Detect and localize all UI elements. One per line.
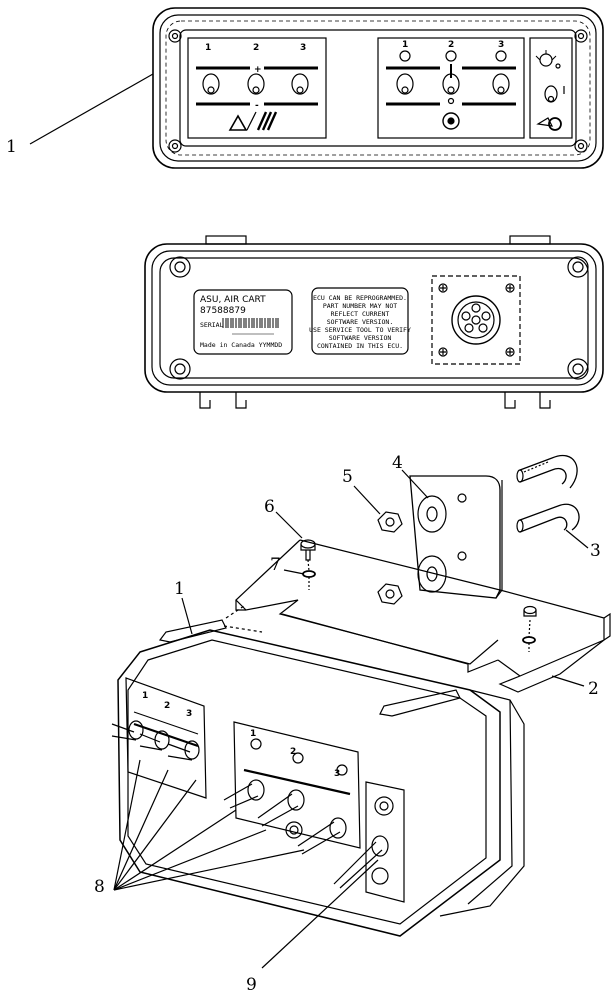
mounting-bracket [235,475,611,693]
back-view [144,235,604,409]
callout-1-top: 1 [6,137,17,157]
toggle-switch-right-3 [492,73,510,95]
notice-label-box [311,287,409,355]
exploded-num-right-1: 1 [250,729,256,739]
exploded-assembly [111,455,611,969]
meter-icon [442,112,460,130]
front-num-left-2: 2 [253,43,259,53]
toggle-switch-left-2 [247,73,265,95]
leader-line-6 [275,511,303,539]
exploded-right-plate [233,721,361,849]
connector-screw-icons [438,283,515,357]
toggle-switch-left-3 [291,73,309,95]
callout-2: 2 [588,679,599,699]
callout-1-bottom: 1 [174,579,185,599]
exploded-num-left-3: 3 [186,709,192,719]
leader-line-8a [113,759,141,891]
lift-warning-icon [228,111,278,131]
front-plus-sign: + [254,65,262,75]
front-num-left-1: 1 [205,43,211,53]
id-label-line2: 87588879 [200,306,246,316]
exploded-num-left-2: 2 [164,701,170,711]
leader-line-8b [113,769,169,891]
front-num-left-3: 3 [300,43,306,53]
exploded-toggle-levers [111,720,389,889]
connector-socket [451,295,501,345]
notice-line4: SOFTWARE VERSION. [327,318,394,326]
exploded-num-right-3: 3 [334,769,340,779]
id-label-serial: SERIAL [200,321,224,329]
fan-icon [535,50,561,69]
leader-line-2 [551,675,585,687]
indicator-light-1 [399,50,411,62]
id-label-made: Made in Canada YYMMDD [200,341,282,349]
callout-6: 6 [264,497,275,517]
leader-line-9 [261,859,379,969]
toggle-switch-left-1 [202,73,220,95]
connector-plate [431,275,521,365]
toggle-switch-right-2 [442,73,460,95]
notice-line7: CONTAINED IN THIS ECU. [317,342,403,350]
leader-line-4 [401,469,429,499]
front-minus-sign: - [255,101,259,111]
u-bolt [516,455,580,533]
leader-line-1-top [29,73,154,145]
notice-line2: PART NUMBER MAY NOT [323,302,397,310]
exploded-num-left-1: 1 [142,691,148,701]
callout-5: 5 [342,467,353,487]
leader-line-7 [283,569,305,575]
callout-3: 3 [590,541,601,561]
indicator-light-2 [445,50,457,62]
callout-8: 8 [94,877,105,897]
front-num-right-1: 1 [402,40,408,50]
exploded-left-plate [125,677,207,799]
master-switch-icon [544,85,565,103]
leader-line-8c [113,779,197,891]
seeder-icon [536,117,562,131]
exploded-far-right-plate [365,781,405,903]
notice-line3: REFLECT CURRENT [331,310,390,318]
toggle-switch-right-1 [396,73,414,95]
hex-nut [377,511,403,605]
callout-9: 9 [246,975,257,995]
exploded-num-right-2: 2 [290,747,296,757]
indicator-light-3 [495,50,507,62]
leader-line-1-bottom [181,597,193,635]
notice-line1: ECU CAN BE REPROGRAMMED. [313,294,407,302]
notice-line5: USE SERVICE TOOL TO VERIFY [309,326,411,334]
leader-line-8e [113,829,267,891]
leader-line-8f [113,849,305,891]
leader-line-3 [565,529,589,549]
flat-washer [417,495,447,593]
id-label-line1: ASU, AIR CART [200,295,266,305]
leader-line-8d [113,809,237,891]
id-label-box [193,289,293,355]
barcode-icon [222,318,279,335]
leader-line-5 [353,485,381,515]
notice-line6: SOFTWARE VERSION [329,334,392,342]
control-box-body [117,605,525,937]
front-num-right-2: 2 [448,40,454,50]
callout-7: 7 [270,555,281,575]
callout-4: 4 [392,453,403,473]
front-num-right-3: 3 [498,40,504,50]
front-view [152,7,604,169]
